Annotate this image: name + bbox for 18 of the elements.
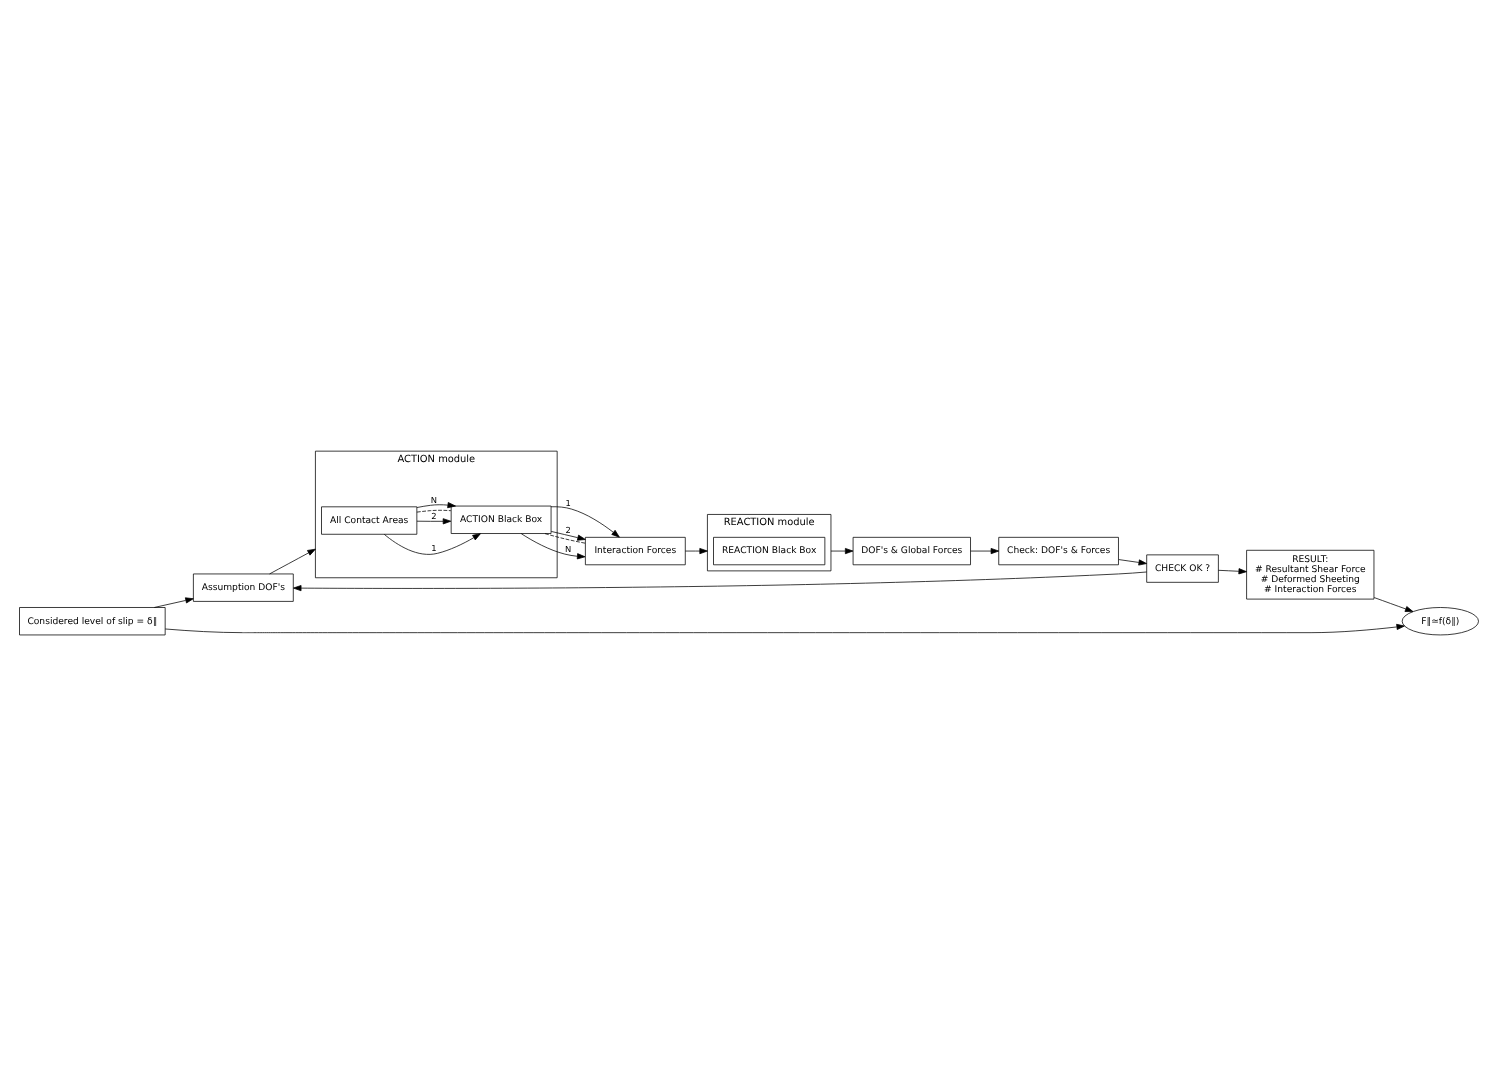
connector bbox=[416, 508, 452, 512]
arrow bbox=[153, 596, 194, 607]
arrow bbox=[685, 547, 708, 554]
arrow bbox=[383, 532, 481, 554]
arrow bbox=[970, 547, 1000, 554]
arrow bbox=[416, 517, 452, 524]
arrow bbox=[520, 532, 586, 559]
arrow bbox=[293, 570, 1148, 591]
arrow bbox=[164, 622, 1405, 633]
connector bbox=[544, 532, 586, 543]
arrow bbox=[1373, 596, 1414, 611]
arrow bbox=[550, 530, 586, 540]
arrow bbox=[830, 547, 854, 554]
arrow bbox=[269, 547, 316, 574]
arrow bbox=[416, 501, 456, 508]
arrow bbox=[550, 505, 620, 537]
arrow bbox=[1218, 567, 1247, 574]
arrow bbox=[1118, 558, 1147, 565]
